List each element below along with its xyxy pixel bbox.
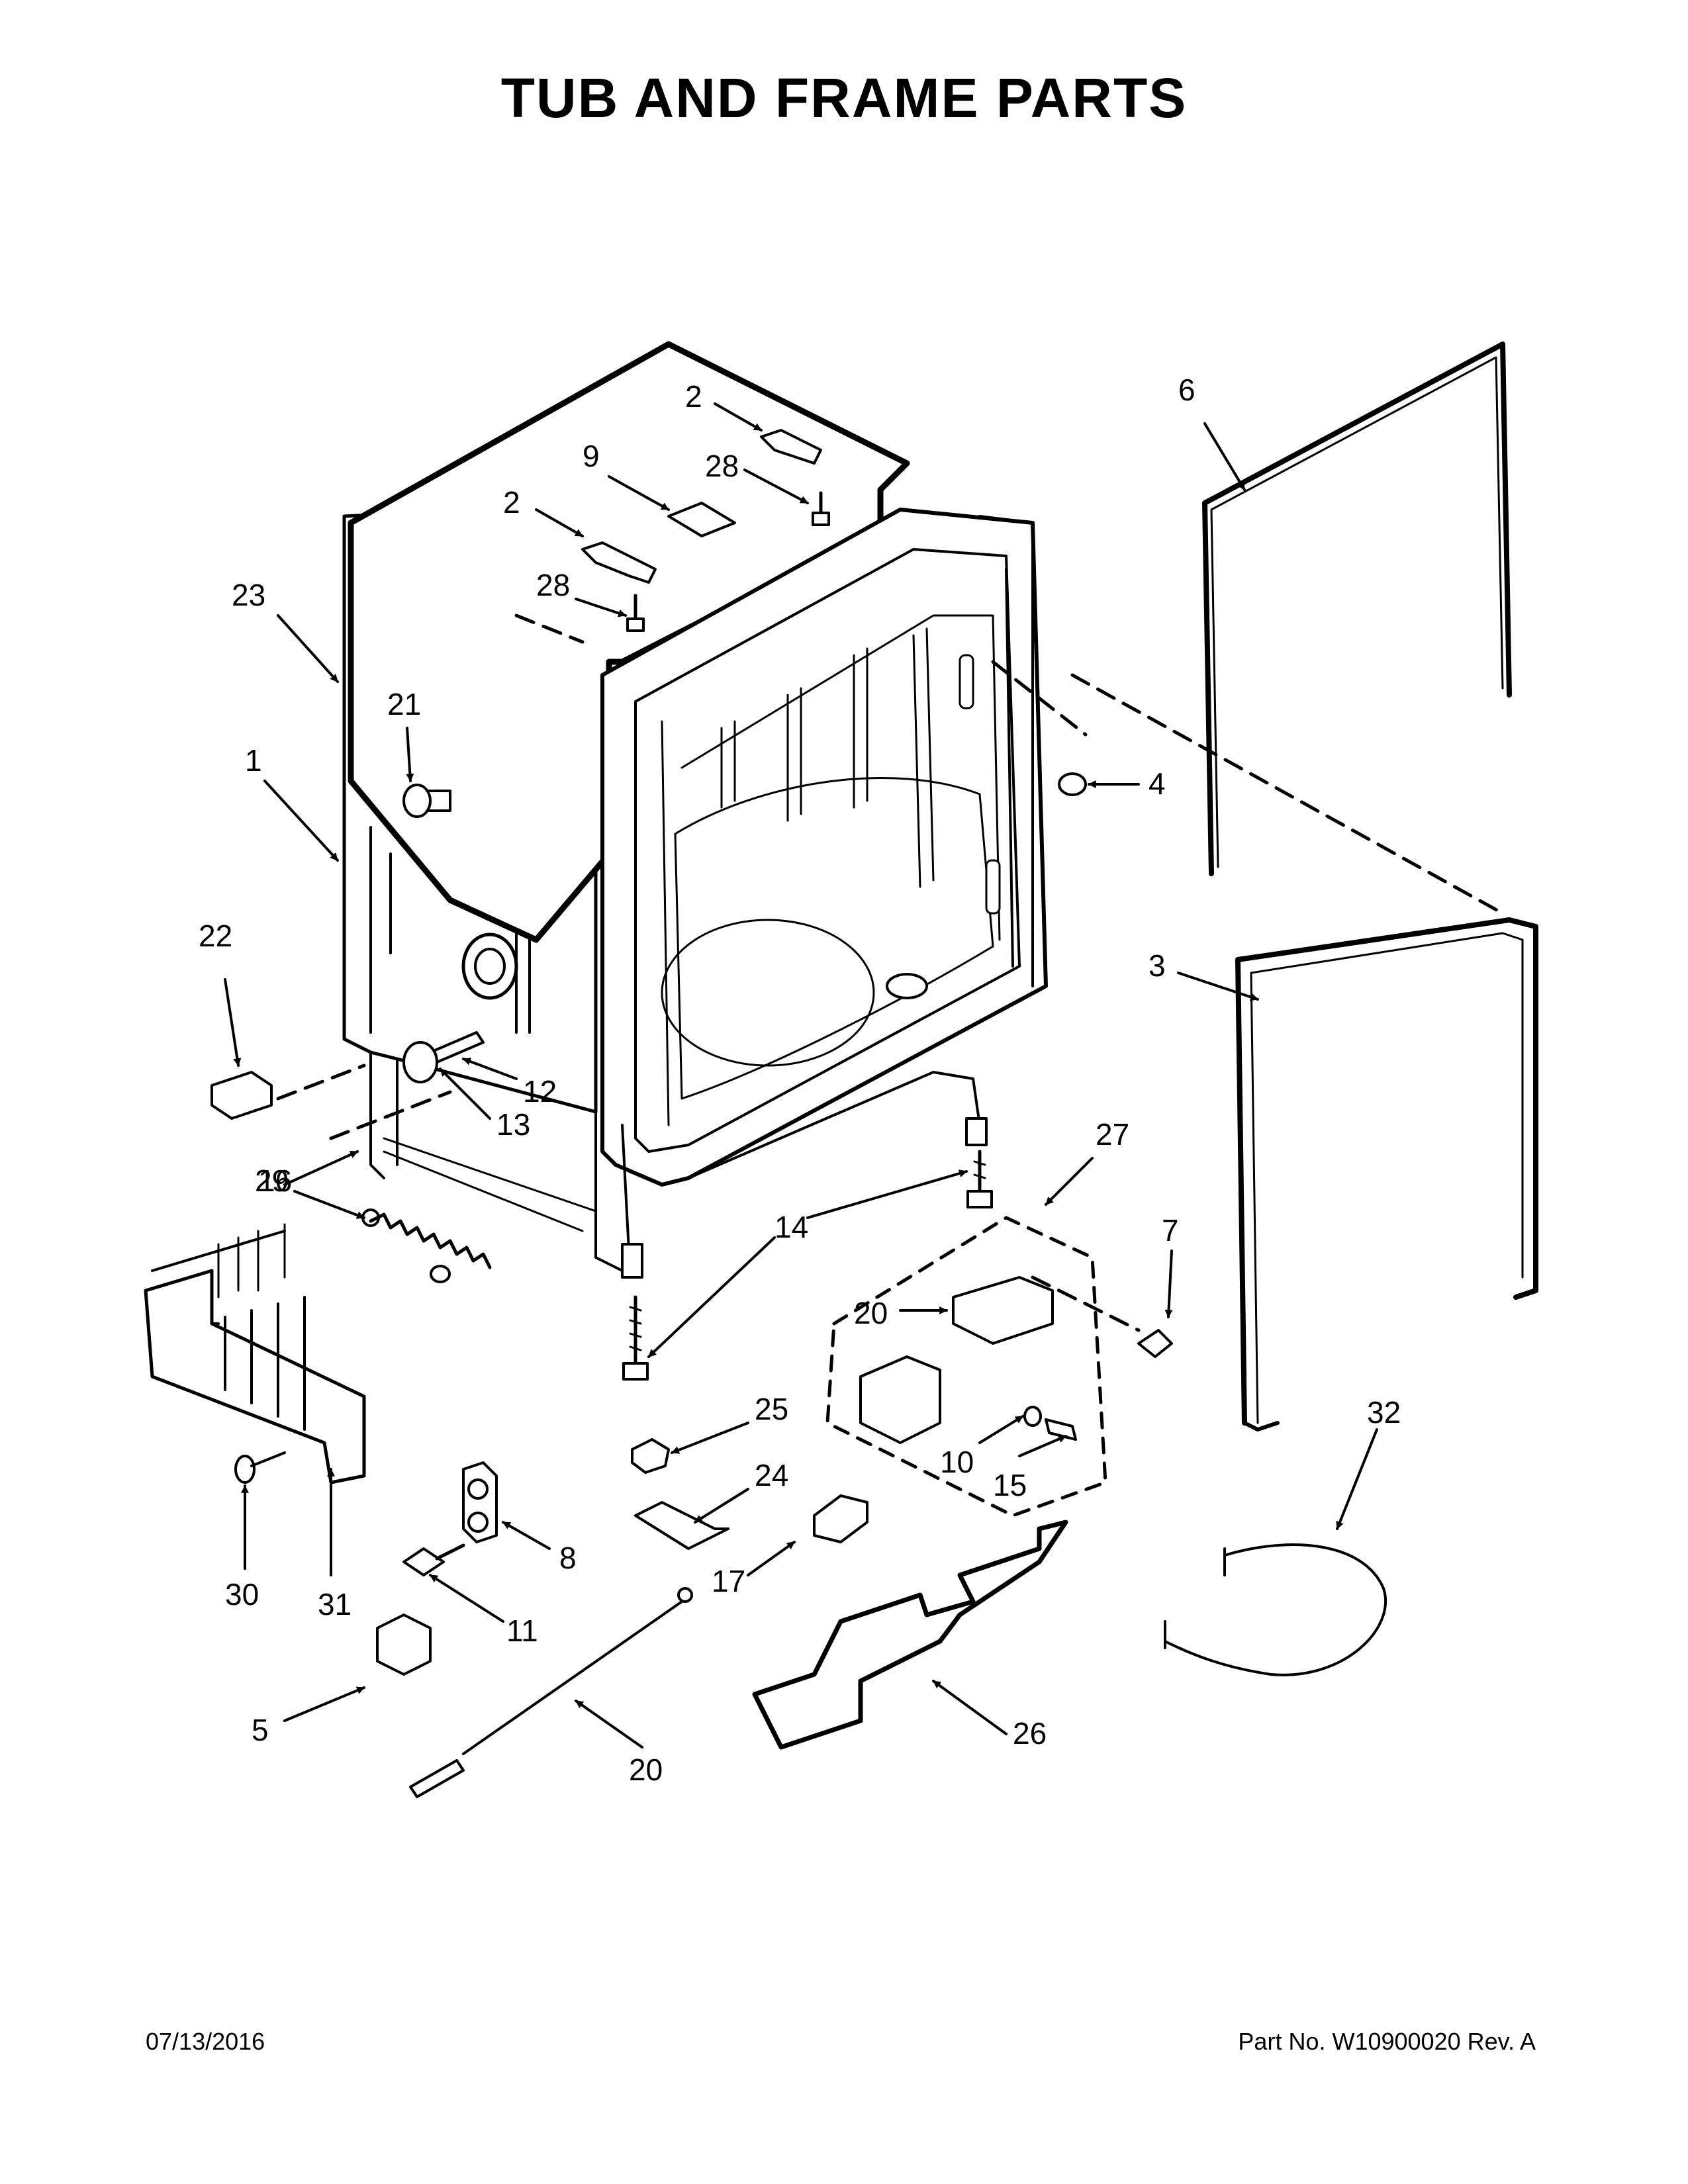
callout-14: 14	[774, 1210, 808, 1244]
clip-9	[667, 502, 736, 537]
connector-5	[376, 1614, 432, 1676]
callout-24: 24	[755, 1458, 788, 1492]
bracket-24	[634, 1501, 729, 1550]
footer-part-number: Part No. W10900020 Rev. A	[1238, 2028, 1536, 2055]
leader-arrows	[224, 402, 1378, 1749]
callout-15: 15	[993, 1468, 1027, 1502]
callout-27: 27	[1096, 1117, 1129, 1152]
callout-21: 21	[387, 687, 421, 721]
callout-20: 20	[629, 1752, 663, 1787]
callout-9: 9	[583, 439, 600, 473]
callout-3: 3	[1149, 948, 1166, 983]
bushing-13	[402, 1041, 438, 1083]
tub-assembly	[342, 341, 1048, 1279]
plug-4	[1058, 772, 1087, 796]
spring-16	[369, 1212, 492, 1269]
screw-15	[1045, 1418, 1077, 1441]
footer-date: 07/13/2016	[146, 2028, 265, 2055]
page-title: TUB AND FRAME PARTS	[500, 67, 1188, 129]
callout-17: 17	[712, 1564, 745, 1598]
wire-20	[409, 1587, 693, 1798]
callout-25: 25	[755, 1392, 788, 1426]
callout-31: 31	[318, 1587, 352, 1621]
callout-26: 26	[1013, 1716, 1047, 1751]
latch-block	[859, 1355, 941, 1444]
callout-11: 11	[506, 1614, 538, 1648]
cover-26	[752, 1520, 1068, 1750]
callout-16: 16	[258, 1163, 292, 1198]
callout-30: 30	[225, 1577, 259, 1612]
washer-10	[1023, 1406, 1042, 1427]
callout-12: 12	[523, 1074, 557, 1109]
callout-labels: 2 2 9 28 28 6 23 21 1 4 22 3 29 12 13 16…	[199, 373, 1401, 1787]
screw-28-upper	[812, 491, 830, 526]
screw-11	[402, 1547, 445, 1576]
pin-30	[234, 1451, 286, 1484]
cable-32	[1164, 1543, 1387, 1676]
callout-23: 23	[232, 578, 265, 612]
bracket-31	[144, 1223, 366, 1484]
callout-5: 5	[252, 1713, 269, 1747]
thermostat-25	[631, 1438, 670, 1474]
callout-28: 28	[536, 568, 570, 602]
screw-28-lower	[626, 594, 645, 632]
callout-7: 7	[1162, 1213, 1179, 1248]
callout-28: 28	[705, 449, 739, 483]
callout-6: 6	[1178, 373, 1196, 407]
callout-20: 20	[854, 1296, 888, 1330]
reference-lines	[276, 614, 1505, 1332]
bracket-2-lower	[581, 541, 657, 584]
callout-10: 10	[940, 1445, 974, 1479]
callout-32: 32	[1367, 1395, 1401, 1430]
callout-4: 4	[1149, 766, 1166, 801]
clip-22	[211, 1071, 273, 1120]
clip-17	[813, 1494, 868, 1543]
leveling-leg-14-right	[966, 1150, 993, 1208]
callout-2: 2	[503, 485, 520, 520]
lower-gasket-3	[1235, 917, 1538, 1426]
plug-21	[402, 784, 451, 818]
callout-2: 2	[685, 379, 702, 414]
screw-7	[1137, 1329, 1173, 1358]
callout-29: 29	[255, 1163, 289, 1198]
bracket-2-upper	[760, 429, 822, 465]
callout-13: 13	[496, 1107, 530, 1142]
bracket-20-kit	[952, 1276, 1054, 1345]
kit-27-outline	[825, 1216, 1107, 1518]
door-gasket-6	[1202, 341, 1512, 876]
leveling-leg-14-left	[622, 1295, 649, 1381]
callout-8: 8	[559, 1541, 577, 1575]
callout-1: 1	[245, 743, 262, 778]
callout-22: 22	[199, 919, 232, 953]
